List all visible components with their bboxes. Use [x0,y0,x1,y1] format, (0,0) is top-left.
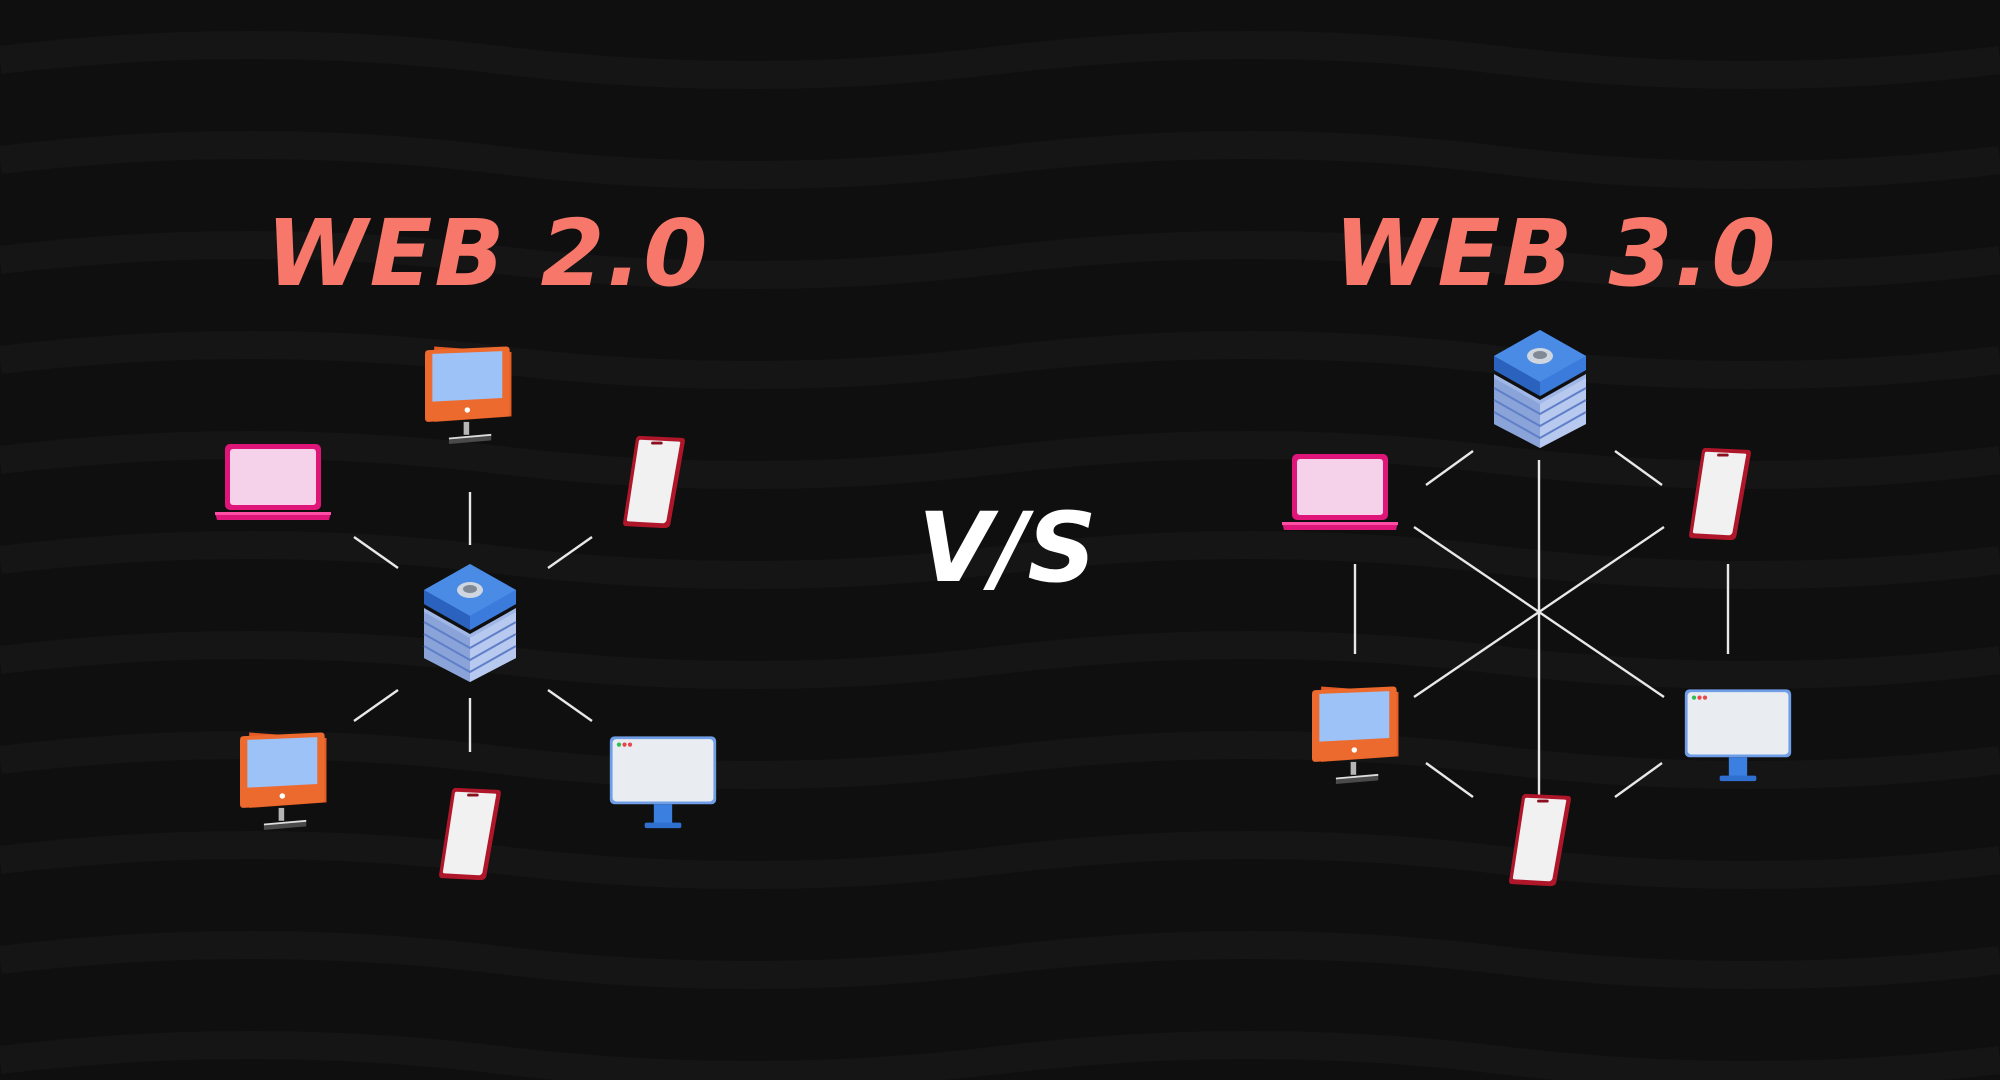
smartphone-icon [623,435,685,529]
connector-line [1425,762,1474,798]
connector-line [1413,526,1665,698]
monitor-icon [240,731,328,831]
web2-diagram [215,345,717,881]
web2-title: WEB 2.0 [266,200,710,307]
connector-line [1614,762,1663,798]
web3-connectors [1353,450,1730,879]
connector-line [353,689,399,722]
desktop-monitor-icon [1684,689,1792,782]
web3-diagram [1282,328,1792,887]
versus-label: V/S [918,492,1097,604]
smartphone-icon [1509,793,1571,887]
monitor-icon [425,345,513,445]
web2-connectors [353,492,593,752]
connector-line [353,536,399,569]
connector-line [1425,450,1474,486]
connector-line [547,536,593,569]
laptop-icon [1282,454,1398,530]
desktop-monitor-icon [609,736,717,829]
server-stack-icon [1492,328,1588,450]
server-stack-icon [422,562,518,684]
laptop-icon [215,444,331,520]
connector-line [1614,450,1663,486]
smartphone-icon [1689,447,1751,541]
smartphone-icon [439,787,501,881]
web3-title: WEB 3.0 [1334,200,1778,307]
connector-line [547,689,593,722]
monitor-icon [1312,685,1400,785]
